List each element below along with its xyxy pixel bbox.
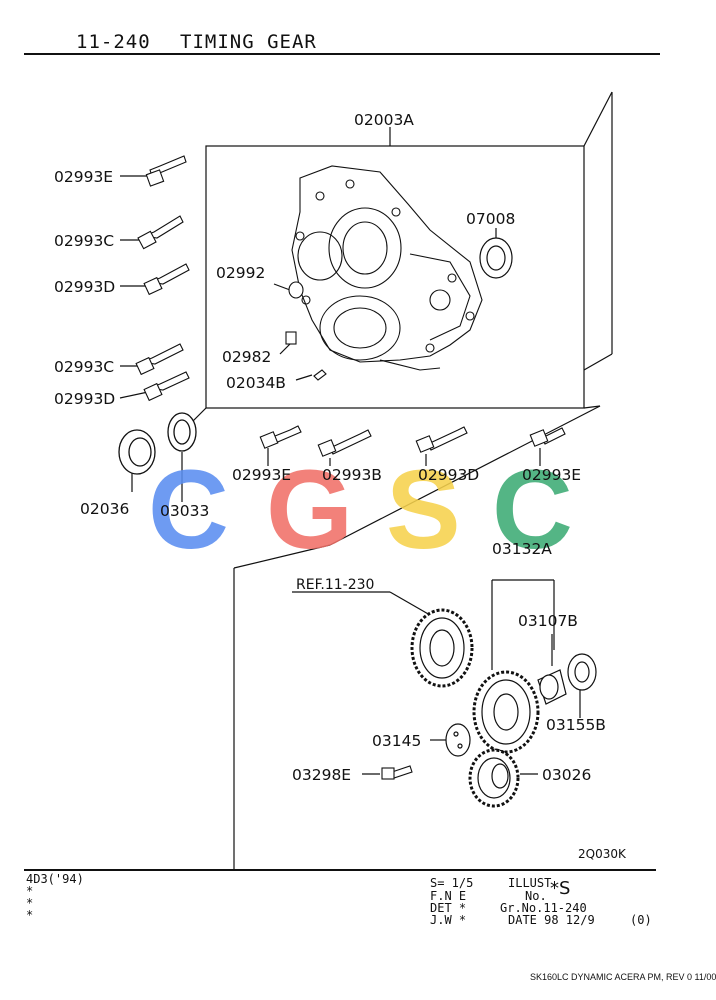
revision: (0) — [630, 913, 652, 927]
watermark-letter-c2: C — [492, 447, 573, 572]
label-bolt-small: 03298E — [292, 766, 351, 784]
watermark-letter-g: G — [266, 447, 353, 572]
timing-gear-housing — [291, 165, 483, 371]
footer-star-2: * — [26, 896, 34, 910]
label-ref: REF.11-230 — [296, 577, 374, 593]
footer-rule — [24, 869, 656, 871]
label-bolt-c-2: 02993C — [54, 358, 114, 376]
illust-no: *S — [550, 878, 571, 899]
page-title: TIMING GEAR — [180, 31, 317, 53]
scale: S= 1/5 — [430, 876, 474, 890]
label-bearing: 07008 — [466, 210, 515, 228]
label-bolt-d-3: 02993D — [418, 466, 479, 484]
header-rule — [24, 53, 660, 55]
watermark: C G S C — [148, 447, 573, 572]
label-housing: 02003A — [354, 111, 414, 129]
label-idler-assembly: 03132A — [492, 540, 552, 558]
det: DET * — [430, 901, 467, 915]
label-thrust-plate: 03155B — [546, 716, 606, 734]
bearing — [479, 237, 513, 279]
watermark-letter-s: S — [386, 447, 461, 572]
group-number: Gr.No.11-240 — [500, 901, 587, 915]
label-bolt-e-lower-2: 02993E — [522, 466, 581, 484]
gears — [410, 608, 597, 808]
footer-star-3: * — [26, 908, 34, 922]
label-pin: 02982 — [222, 348, 271, 366]
label-plug: 02034B — [226, 374, 286, 392]
label-bushing: 03107B — [518, 612, 578, 630]
label-oil-seal: 02036 — [80, 500, 129, 518]
label-bolt-d-2: 02993D — [54, 390, 115, 408]
part-labels: 02003A 07008 02993E 02993C 02993D 02993C… — [54, 111, 606, 784]
label-bolt-b: 02993B — [322, 466, 382, 484]
housing-frame — [205, 145, 585, 409]
label-bolt-e-top: 02993E — [54, 168, 113, 186]
document-ref: SK160LC DYNAMIC ACERA PM, REV 0 11/00 — [530, 972, 716, 982]
watermark-letter-c1: C — [148, 447, 229, 572]
bolts — [135, 155, 566, 780]
date: DATE 98 12/9 — [508, 913, 595, 927]
model-year: 4D3('94) — [26, 872, 84, 886]
jw: J.W * — [430, 913, 467, 927]
group-code: 11-240 — [76, 31, 151, 53]
seal-and-washer — [118, 412, 197, 475]
seal-ring-shape — [288, 281, 304, 299]
label-washer: 03033 — [160, 502, 209, 520]
frame-lines — [119, 91, 613, 870]
no-label: No. — [525, 889, 547, 903]
footer-star-1: * — [26, 884, 34, 898]
label-seal-ring: 02992 — [216, 264, 265, 282]
illust-label: ILLUST — [508, 876, 552, 890]
label-bolt-c-1: 02993C — [54, 232, 114, 250]
illustration-code: 2Q030K — [578, 847, 626, 861]
plug-shape — [313, 369, 327, 381]
pin-shape — [285, 331, 297, 345]
label-plate: 03145 — [372, 732, 421, 750]
small-parts — [285, 281, 327, 381]
label-bolt-e-lower-1: 02993E — [232, 466, 291, 484]
fne: F.N E — [430, 889, 467, 903]
label-bolt-d-1: 02993D — [54, 278, 115, 296]
label-small-gear: 03026 — [542, 766, 591, 784]
